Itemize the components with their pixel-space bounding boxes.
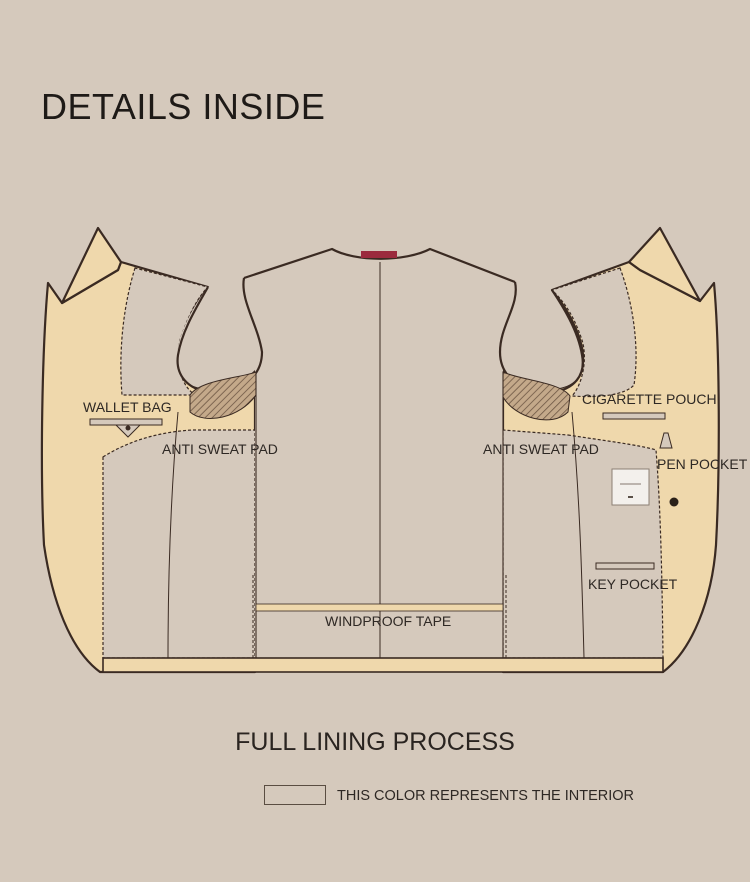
right-side-seam xyxy=(571,411,585,659)
windproof-tape-label: WINDPROOF TAPE xyxy=(325,613,451,629)
brand-label-tag xyxy=(628,496,633,498)
brand-label xyxy=(611,468,650,506)
right-interior-upper xyxy=(550,267,637,398)
collar-hanger-tab xyxy=(361,251,397,258)
key-pocket-label: KEY POCKET xyxy=(588,576,678,592)
cigarette-pouch-pocket xyxy=(602,412,666,420)
back-panel xyxy=(176,250,583,658)
pen-pocket-label: PEN POCKET xyxy=(657,456,748,472)
section-subtitle: FULL LINING PROCESS xyxy=(235,728,515,756)
left-side-seam xyxy=(167,411,179,659)
left-interior-lower xyxy=(102,429,256,659)
key-pocket xyxy=(595,562,655,570)
legend-text: THIS COLOR REPRESENTS THE INTERIOR xyxy=(337,788,635,804)
interior-button xyxy=(669,497,679,507)
anti-sweat-pad-right-label: ANTI SWEAT PAD xyxy=(483,441,599,457)
cigarette-pouch-label: CIGARETTE POUCH xyxy=(582,391,717,407)
wallet-bag-button xyxy=(125,425,131,431)
anti-sweat-pad-right xyxy=(502,371,571,421)
hem-facing-band xyxy=(102,657,664,673)
right-lapel-peak xyxy=(627,226,702,303)
left-interior-upper xyxy=(120,267,210,396)
left-lapel-peak xyxy=(60,226,123,305)
wallet-bag-pocket xyxy=(89,418,163,426)
pen-pocket-shape xyxy=(659,432,673,449)
anti-sweat-pad-left-label: ANTI SWEAT PAD xyxy=(162,441,278,457)
back-neckline xyxy=(243,247,516,284)
windproof-tape-strip xyxy=(255,603,504,612)
legend-swatch xyxy=(264,785,326,805)
page-title: DETAILS INSIDE xyxy=(41,86,326,127)
wallet-bag-flap xyxy=(114,424,142,438)
wallet-bag-label: WALLET BAG xyxy=(83,399,172,415)
